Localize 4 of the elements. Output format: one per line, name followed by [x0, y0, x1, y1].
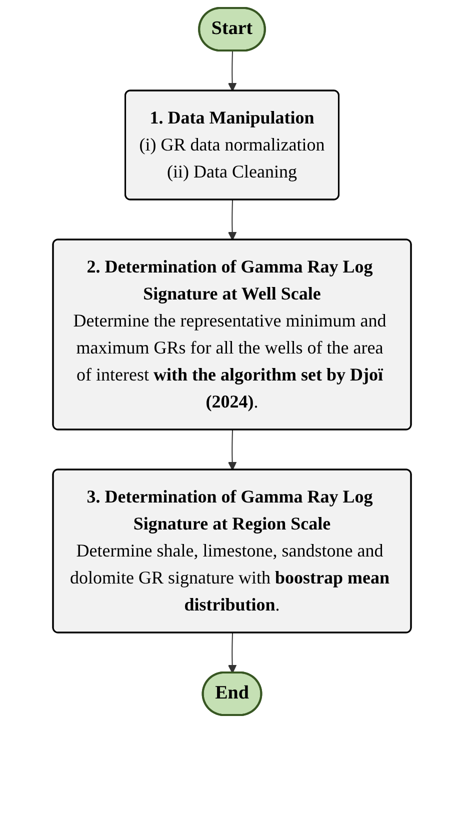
arrow [227, 430, 236, 470]
arrow [227, 50, 236, 92]
arrow [227, 200, 236, 240]
arrow [227, 632, 236, 674]
